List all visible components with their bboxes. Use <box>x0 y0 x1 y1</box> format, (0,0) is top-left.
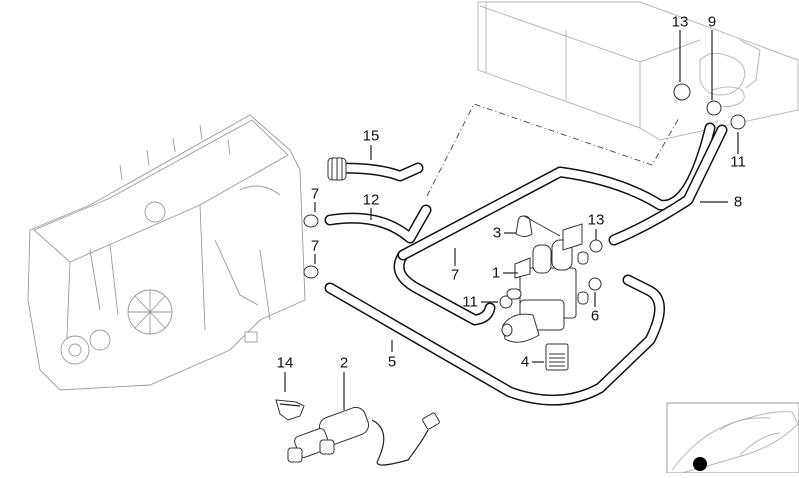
callout-13[interactable]: 13 <box>587 211 605 229</box>
clamp-11b <box>730 114 746 130</box>
auxiliary-water-pump <box>287 406 440 466</box>
bracket-pad <box>545 343 569 371</box>
callout-3[interactable]: 3 <box>492 224 502 242</box>
heater-core <box>477 1 799 141</box>
callout-12[interactable]: 12 <box>362 191 380 209</box>
callout-15[interactable]: 15 <box>362 127 380 145</box>
callout-4[interactable]: 4 <box>520 353 530 371</box>
clamp-10 <box>706 100 722 116</box>
clamp-13a <box>673 83 691 101</box>
callout-14[interactable]: 14 <box>276 354 294 372</box>
callout-11[interactable]: 11 <box>730 153 746 171</box>
clamp-11a <box>499 295 513 309</box>
clamp-6 <box>588 277 602 291</box>
clamp-13b <box>589 239 603 253</box>
leader-dashed <box>426 103 680 197</box>
clamp-7b <box>303 265 319 279</box>
callout-6[interactable]: 6 <box>590 307 600 325</box>
rubber-mount <box>515 215 561 237</box>
callout-7[interactable]: 7 <box>310 237 320 255</box>
callout-9[interactable]: 8 <box>733 193 743 211</box>
bellows-fitting <box>327 157 347 181</box>
callout-2[interactable]: 2 <box>339 354 349 372</box>
callout-10[interactable]: 9 <box>707 13 717 31</box>
callout-8[interactable]: 7 <box>450 266 460 284</box>
heater-valve <box>501 223 589 343</box>
callout-5[interactable]: 5 <box>387 353 397 371</box>
locator-dot <box>693 457 707 471</box>
clamp-7a <box>303 214 319 228</box>
callout-13[interactable]: 13 <box>671 13 689 31</box>
car-locator-thumbnail <box>666 402 799 475</box>
callout-7[interactable]: 7 <box>310 185 320 203</box>
clamps <box>303 83 746 309</box>
engine-block <box>27 114 306 391</box>
callout-1[interactable]: 1 <box>491 264 501 282</box>
wiring-bracket <box>275 399 305 421</box>
hoses <box>324 122 728 406</box>
leader-lines <box>284 30 739 410</box>
callout-11[interactable]: 11 <box>462 293 478 311</box>
